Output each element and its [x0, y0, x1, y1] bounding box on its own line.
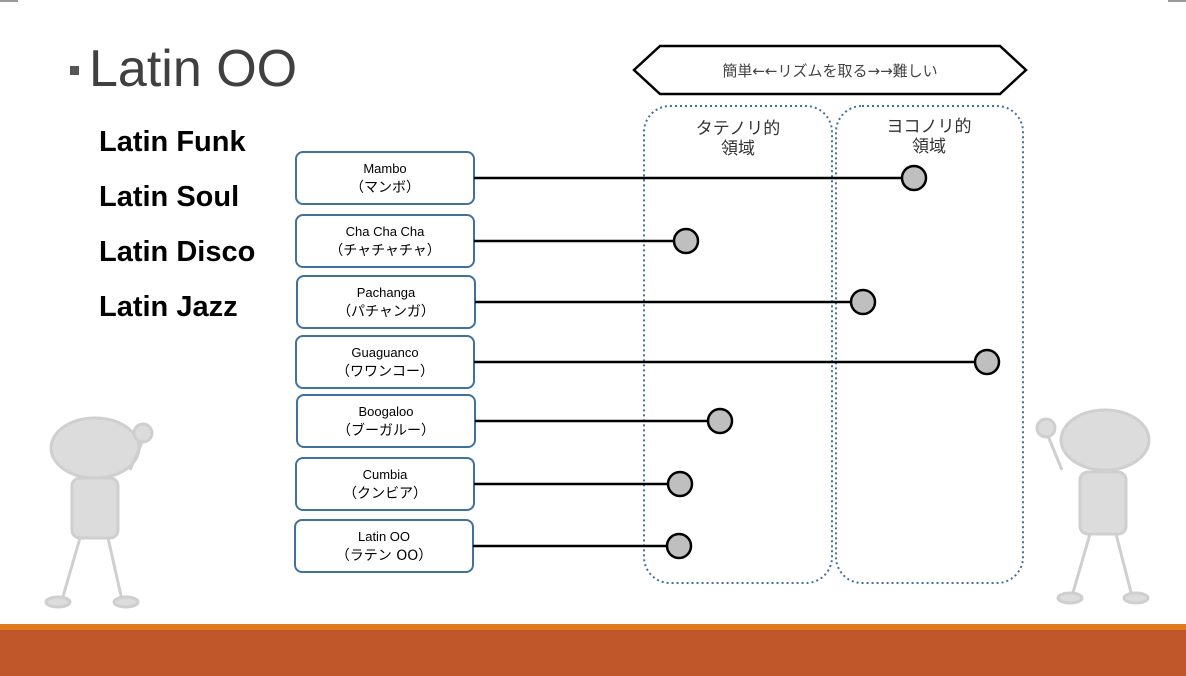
rhythm-marker: [973, 348, 1001, 376]
rhythm-kana: （ブーガルー）: [337, 422, 435, 439]
rhythm-box: [296, 275, 476, 329]
rhythm-marker: [665, 532, 693, 560]
zone-label-line1: タテノリ的: [696, 119, 781, 139]
corner-mark-left: [0, 0, 18, 2]
rhythm-name: Boogaloo: [359, 404, 414, 419]
footer-band: [0, 630, 1186, 676]
slide-title: Latin OO: [89, 40, 298, 98]
rhythm-box: [295, 457, 475, 511]
style-item: Latin Funk: [99, 126, 246, 158]
zone-label-line2: 領域: [721, 139, 755, 159]
styles-list: Latin Funk Latin Soul Latin Disco Latin …: [99, 121, 255, 341]
style-item: Latin Disco: [99, 236, 256, 268]
rhythm-kana: （ラテン OO）: [336, 548, 433, 564]
vertical-groove-zone: [643, 105, 833, 584]
bullet-icon: [70, 65, 79, 75]
footer-accent-line: [0, 624, 1186, 630]
rhythm-marker: [706, 407, 734, 435]
difficulty-scale-banner: [632, 44, 1028, 96]
zone-label-line2: 領域: [912, 137, 946, 157]
rhythm-marker: [849, 288, 877, 316]
rhythm-kana: （クンビア）: [343, 486, 427, 502]
style-item: Latin Soul: [99, 181, 240, 213]
rhythm-name: Pachanga: [357, 285, 416, 300]
rhythm-name: Mambo: [363, 161, 406, 176]
rhythm-kana: （パチャンガ）: [337, 304, 435, 320]
slide-title-wrap: Latin OO: [70, 38, 297, 100]
rhythm-name: Cumbia: [363, 467, 409, 482]
rhythm-box: [295, 151, 475, 205]
rhythm-name: Cha Cha Cha: [346, 224, 426, 239]
rhythm-name: Latin OO: [358, 529, 410, 544]
rhythm-box: [296, 394, 476, 448]
difficulty-scale-label: 簡単←←リズムを取る→→難しい: [722, 62, 937, 80]
rhythm-name: Guaguanco: [351, 345, 418, 360]
rhythm-marker: [900, 164, 928, 192]
rhythm-marker: [666, 470, 694, 498]
rhythm-kana: （チャチャチャ）: [329, 243, 441, 259]
style-item: Latin Jazz: [99, 291, 238, 323]
rhythm-box: [295, 335, 475, 389]
corner-mark-right: [1168, 0, 1186, 2]
rhythm-kana: （マンボ）: [350, 180, 420, 196]
rhythm-box: [295, 214, 475, 268]
dancer-figure-left: [44, 416, 154, 609]
rhythm-kana: （ワワンコー）: [336, 364, 434, 380]
rhythm-marker: [672, 227, 700, 255]
zone-label-line1: ヨコノリ的: [887, 117, 972, 137]
dancer-figure-right: [1035, 408, 1151, 605]
rhythm-box: [294, 519, 474, 573]
